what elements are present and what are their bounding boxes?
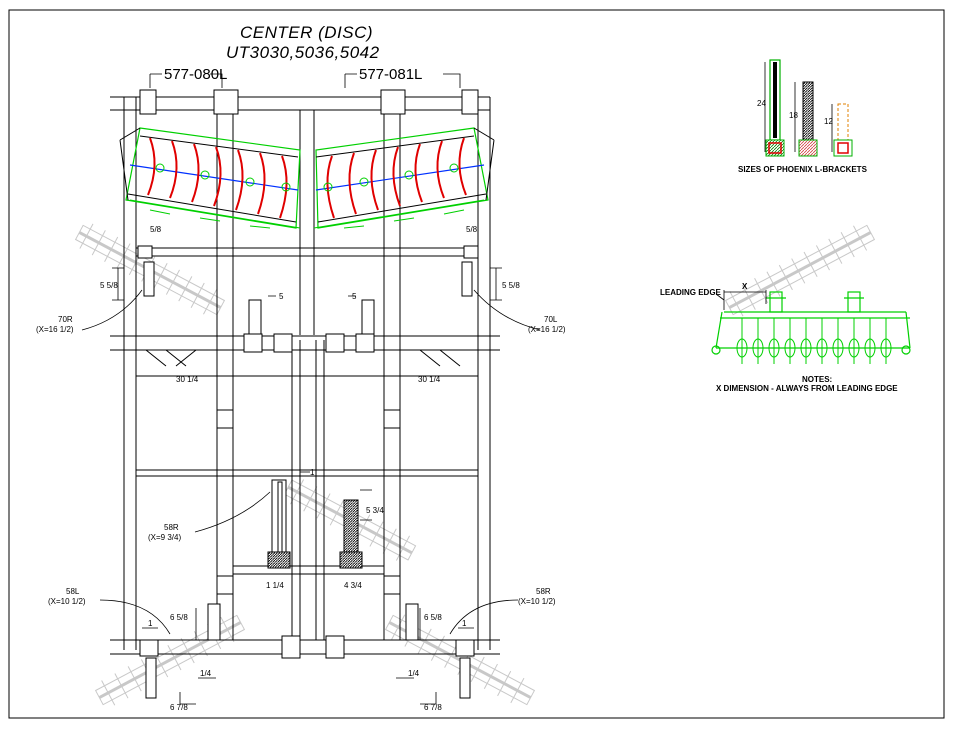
dim-center-1: 1 [310,468,315,477]
dim-bottom-right-6-5-8: 6 5/8 [424,613,442,622]
leading-edge-detail [711,291,911,364]
leading-edge-label: LEADING EDGE [660,288,722,297]
frame-brackets [143,261,473,699]
dim-bottom-left-6-7-8: 6 7/8 [170,703,188,712]
callout-70l-x: (X=16 1/2) [528,325,566,334]
dim-bottom-right-1-4: 1/4 [408,669,420,678]
brackets-caption: SIZES OF PHOENIX L-BRACKETS [738,165,868,174]
dim-center-5-3-4: 5 3/4 [366,506,384,515]
callout-70l-name: 70L [544,315,558,324]
part-number-right: 577-081L [359,66,422,83]
callout-58r-name: 58R [536,587,551,596]
disc-gang-left [119,127,301,229]
leading-edge-dimension [715,290,767,310]
callout-70r-x: (X=16 1/2) [36,325,74,334]
dim-top-left: 5/8 [150,225,162,234]
dim-right-5-5-8: 5 5/8 [502,281,520,290]
part-number-left: 577-080L [164,66,227,83]
dim-left-5-5-8: 5 5/8 [100,281,118,290]
phoenix-brackets-illustration [764,59,853,157]
dim-left-30: 30 1/4 [176,375,199,384]
dim-right-30: 30 1/4 [418,375,441,384]
drawing-title-line2: UT3030,5036,5042 [226,43,380,62]
disc-gang-right [313,127,495,229]
drawing-border [8,9,945,719]
callout-58l-x: (X=10 1/2) [48,597,86,606]
clamp-plates [137,89,479,659]
dim-top-right: 5/8 [466,225,478,234]
dimension-lines [112,73,502,705]
dim-center-4-3-4: 4 3/4 [344,581,362,590]
x-dimension-label: X [742,282,748,291]
callout-58r-center-name: 58R [164,523,179,532]
bracket-size-24: 24 [757,99,766,108]
dim-center-right-5: 5 [352,292,357,301]
notes-text: X DIMENSION - ALWAYS FROM LEADING EDGE [716,384,898,393]
callout-58r-x: (X=10 1/2) [518,597,556,606]
dim-bottom-left-6-5-8: 6 5/8 [170,613,188,622]
bracket-size-12: 12 [824,117,833,126]
callout-70r-name: 70R [58,315,73,324]
dim-bottom-left-1-4: 1/4 [200,669,212,678]
notes-title: NOTES: [802,375,832,384]
dim-center-1-1-4: 1 1/4 [266,581,284,590]
callout-leaders [81,289,541,635]
dim-bottom-left-1: 1 [148,619,153,628]
callout-58l-name: 58L [66,587,80,596]
main-frame [110,96,500,655]
drawing-title-line1: CENTER (DISC) [240,23,373,42]
ghost-disc-gangs [74,223,876,706]
callout-58r-center-x: (X=9 3/4) [148,533,181,542]
dim-bottom-right-6-7-8: 6 7/8 [424,703,442,712]
bracket-size-18: 18 [789,111,798,120]
dim-center-left-5: 5 [279,292,284,301]
dim-bottom-right-1: 1 [462,619,467,628]
